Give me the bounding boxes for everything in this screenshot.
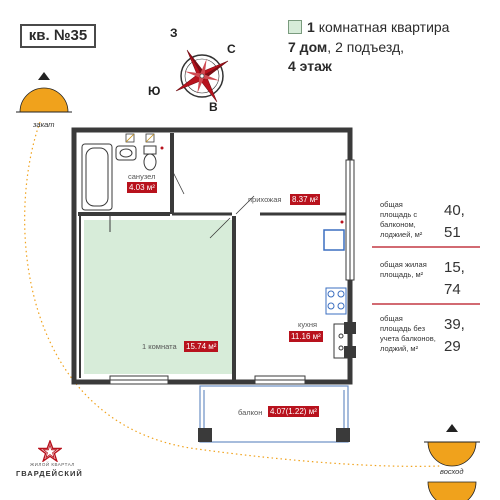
sunset-sun-icon [16,72,72,113]
kitchen-area-badge: 11.16 м² [289,331,323,342]
room-name: 1 комната [142,342,177,351]
stat-total-without-balcony-value: 39,29 [444,316,465,355]
sunrise-sun-icon [424,424,480,500]
room-area-badge: 15.74 м² [184,341,219,352]
hall-name: прихожая [248,195,282,204]
stat-living-area-value: 15,74 [444,259,465,298]
compass-south-label: В [209,100,218,114]
stat-living-area-label: общая жилая площадь, м² [380,260,427,279]
stat-total-with-balcony-label: общая площадь с балконом, лоджией, м² [380,200,423,239]
sunset-label: закат [33,120,55,129]
hall-area-badge: 8.37 м² [290,194,320,205]
brand-name: ГВАРДЕЙСКИЙ [16,469,83,478]
house-number: 7 дом [288,39,328,55]
kitchen-name: кухня [298,320,318,329]
stat-total-with-balcony-value: 40,51 [444,202,465,241]
sunrise-label: восход [440,467,464,476]
apartment-type: 1 комнатная квартира [307,18,449,36]
balcony-area-badge: 4.07(1.22) м² [268,406,319,417]
living-area-swatch [288,20,302,34]
bathroom-name: санузел [128,172,156,181]
compass-west-label: Ю [148,84,161,98]
compass-east-label: С [227,42,236,56]
apartment-location: 7 дом, 2 подъезд, [288,38,404,56]
compass-rose-icon [175,49,229,103]
brand-subtitle: ЖИЛОЙ КВАРТАЛ [30,462,75,467]
compass-north-label: З [170,26,178,40]
rooms-text: комнатная квартира [318,19,450,35]
rooms-count: 1 [307,19,315,35]
balcony-name: балкон [238,408,263,417]
bathroom-area-badge: 4.03 м² [127,182,157,193]
stat-total-without-balcony-label: общая площадь без учета балконов, лоджий… [380,314,436,353]
stats-dividers [372,246,480,305]
star-logo-icon [38,440,62,462]
entrance-number: , 2 подъезд, [327,39,405,55]
floor-number: 4 этаж [288,58,332,74]
apartment-number: кв. №35 [20,24,96,48]
